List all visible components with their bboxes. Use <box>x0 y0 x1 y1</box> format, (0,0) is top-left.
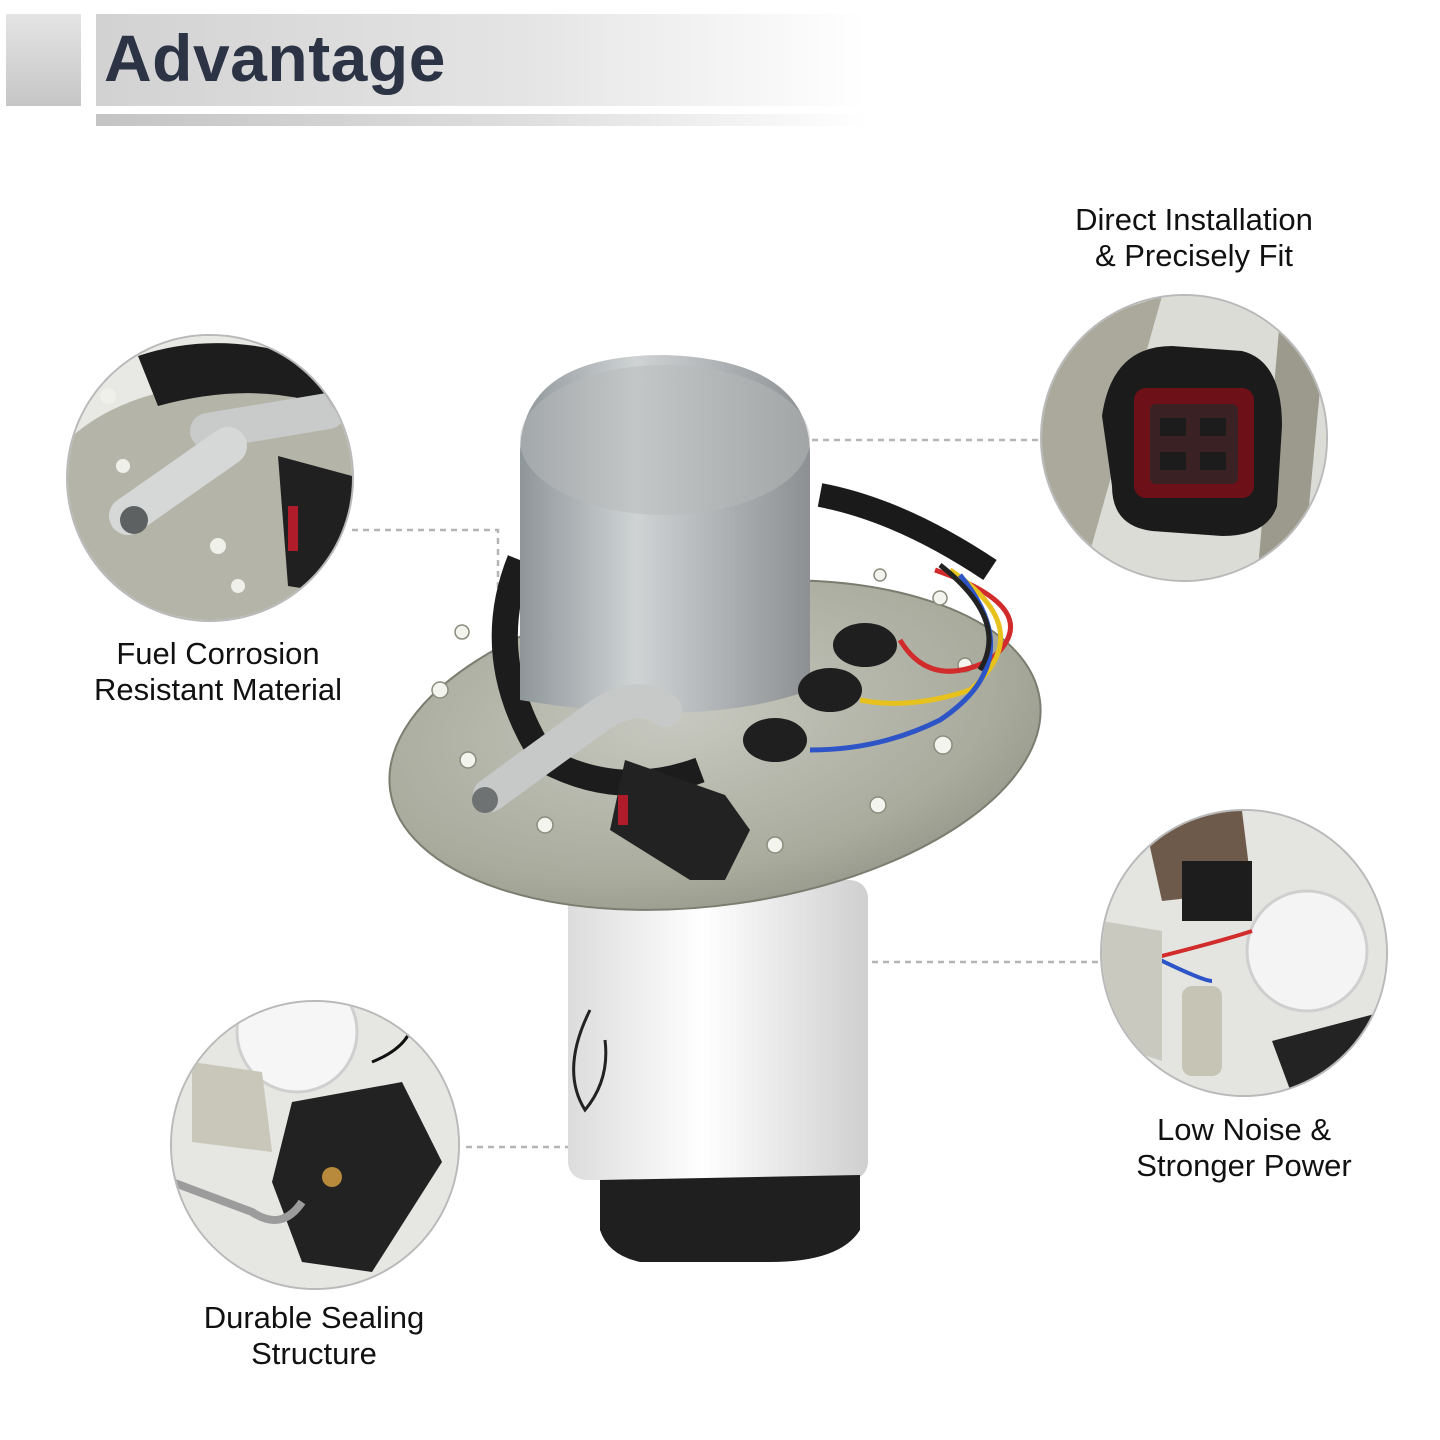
detail-circle-low-noise <box>1100 809 1388 1097</box>
feature-label-line: & Precisely Fit <box>1094 238 1294 273</box>
header-accent-block <box>6 14 81 106</box>
feature-label-line: Resistant Material <box>93 672 343 707</box>
float-wire <box>572 1009 608 1113</box>
header-banner <box>96 14 866 106</box>
fuel-outlet-pipe <box>473 684 682 812</box>
detail-circle-fuel-corrosion <box>66 334 354 622</box>
feature-label-line: Durable Sealing <box>203 1300 425 1335</box>
feature-label-line: Stronger Power <box>1136 1148 1352 1183</box>
pump-body <box>568 880 868 1180</box>
detail-circle-durable-sealing <box>170 1000 460 1290</box>
feature-label-low-noise: Low Noise & Stronger Power <box>1074 1112 1414 1184</box>
feature-label-direct-installation: Direct Installation & Precisely Fit <box>1024 202 1364 274</box>
pump-base <box>600 1175 860 1262</box>
detail-circle-direct-installation <box>1040 294 1328 582</box>
feature-label-fuel-corrosion: Fuel Corrosion Resistant Material <box>48 636 388 708</box>
terminal-caps <box>743 623 897 762</box>
electrical-connector <box>610 760 750 880</box>
connector-fuel-corrosion <box>352 528 500 785</box>
feature-label-line: Low Noise & <box>1156 1112 1332 1147</box>
feature-label-line: Structure <box>251 1336 377 1371</box>
header-underline <box>96 114 866 126</box>
feature-label-line: Fuel Corrosion <box>116 636 320 671</box>
page-title: Advantage <box>104 21 446 95</box>
feature-label-line: Direct Installation <box>1075 202 1313 237</box>
wiring-harness <box>809 563 1013 753</box>
flange-bolt-holes <box>431 568 973 864</box>
feature-label-durable-sealing: Durable Sealing Structure <box>144 1300 484 1372</box>
